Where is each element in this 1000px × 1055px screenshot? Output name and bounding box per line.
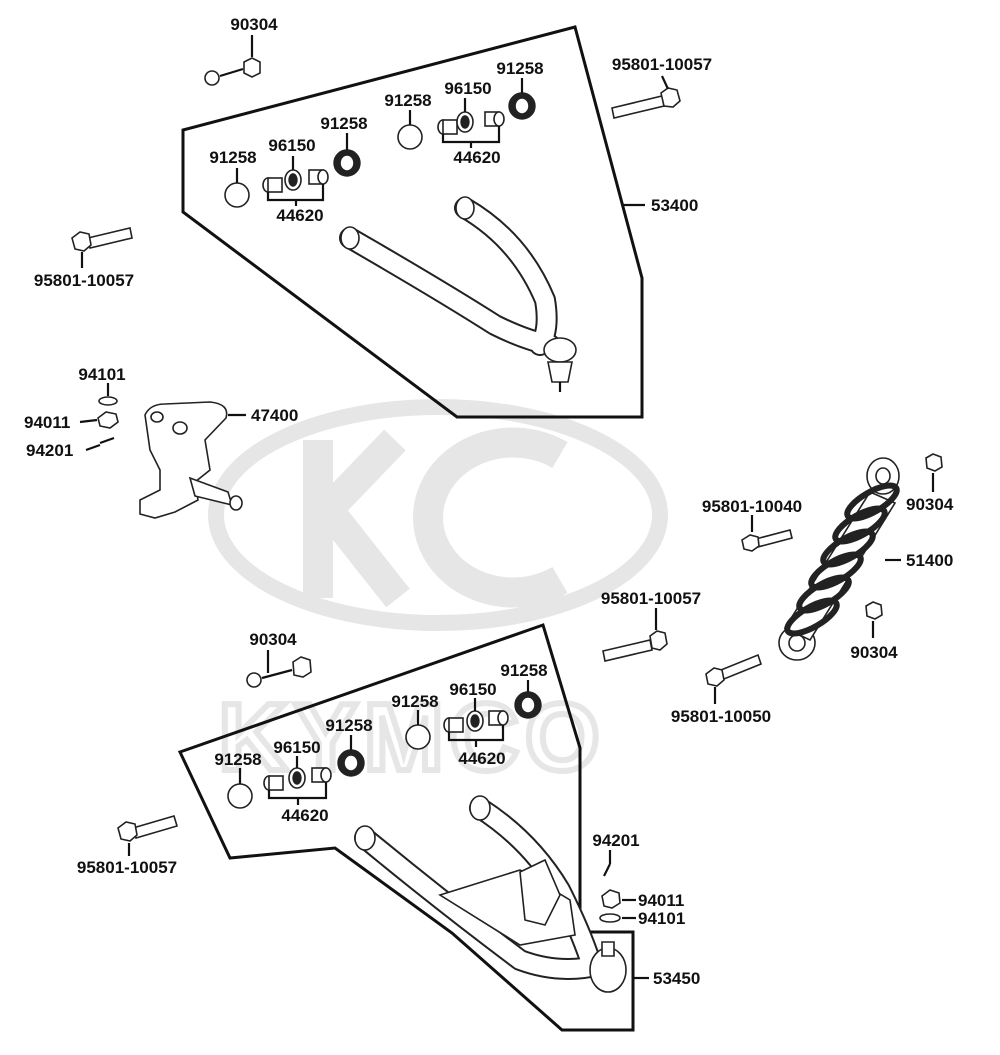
shock-absorber	[778, 457, 900, 661]
label-castle-nut-knuckle: 94011	[24, 413, 70, 432]
label-washer-knuckle: 94101	[78, 365, 125, 384]
label-bolt-shock: 95801-10040	[702, 497, 802, 516]
label-washer-c-right: 91258	[391, 692, 438, 711]
label-washer-d-left: 91258	[325, 716, 372, 735]
label-knuckle: 47400	[251, 406, 298, 425]
label-bushing-c-left: 96150	[273, 738, 320, 757]
label-castle-nut-lower: 94011	[638, 891, 684, 910]
label-washer-a-left: 91258	[209, 148, 256, 167]
label-washer-c-left: 91258	[214, 750, 261, 769]
label-washer-b-left: 91258	[320, 114, 367, 133]
lower-arm-group-frame	[177, 623, 635, 1032]
steering-knuckle	[139, 401, 243, 519]
lower-a-arm	[354, 795, 627, 993]
label-nut-top: 90304	[230, 15, 278, 34]
watermark-logo: KYMCO	[208, 399, 668, 794]
bolt-upper-left	[71, 227, 133, 252]
bolt-lower-left	[117, 815, 178, 842]
nut-shock-bottom	[865, 601, 883, 620]
label-cotter-pin-knuckle: 94201	[26, 441, 73, 460]
label-washer-lower: 94101	[638, 909, 685, 928]
bolt-shock	[741, 529, 793, 552]
label-collar-lower-right: 44620	[458, 749, 505, 768]
label-shock-absorber: 51400	[906, 551, 953, 570]
label-collar-left: 44620	[276, 206, 323, 225]
bolt-lower-shock	[705, 653, 762, 687]
label-washer-a-right: 91258	[384, 91, 431, 110]
part-labels: 90304 95801-10057 91258 96150 91258 4462…	[24, 15, 954, 988]
label-bolt-mid-right: 95801-10057	[601, 589, 701, 608]
bushing-set-lower-right	[405, 691, 542, 750]
lower-ball-joint-hardware	[599, 863, 621, 923]
label-bolt-lower-shock: 95801-10050	[671, 707, 771, 726]
leader-lines	[79, 35, 935, 980]
label-collar-right: 44620	[453, 148, 500, 167]
label-nut-lower-left: 90304	[249, 630, 297, 649]
label-lower-arm: 53450	[653, 969, 700, 988]
nut-shock-top	[925, 453, 943, 472]
label-bolt-top-right: 95801-10057	[612, 55, 712, 74]
bolt-mid-right	[602, 630, 668, 662]
knuckle-hardware	[97, 396, 119, 445]
label-cotter-pin-lower: 94201	[592, 831, 639, 850]
label-nut-shock-bottom: 90304	[850, 643, 898, 662]
label-bushing-a-right: 96150	[444, 79, 491, 98]
label-bushing-a-left: 96150	[268, 136, 315, 155]
nut-90304-top	[204, 57, 261, 86]
label-nut-shock-top: 90304	[906, 495, 954, 514]
label-bolt-lower-left: 95801-10057	[77, 858, 177, 877]
label-collar-lower-left: 44620	[281, 806, 328, 825]
upper-arm-group-frame	[181, 25, 644, 419]
bolt-top-right	[611, 87, 681, 119]
label-bolt-upper-left: 95801-10057	[34, 271, 134, 290]
nut-90304-lower	[246, 656, 312, 688]
upper-a-arm	[339, 196, 577, 392]
bushing-set-upper-right	[397, 92, 536, 150]
label-upper-arm: 53400	[651, 196, 698, 215]
label-washer-b-right: 91258	[496, 59, 543, 78]
label-washer-d-right: 91258	[500, 661, 547, 680]
label-bushing-c-right: 96150	[449, 680, 496, 699]
